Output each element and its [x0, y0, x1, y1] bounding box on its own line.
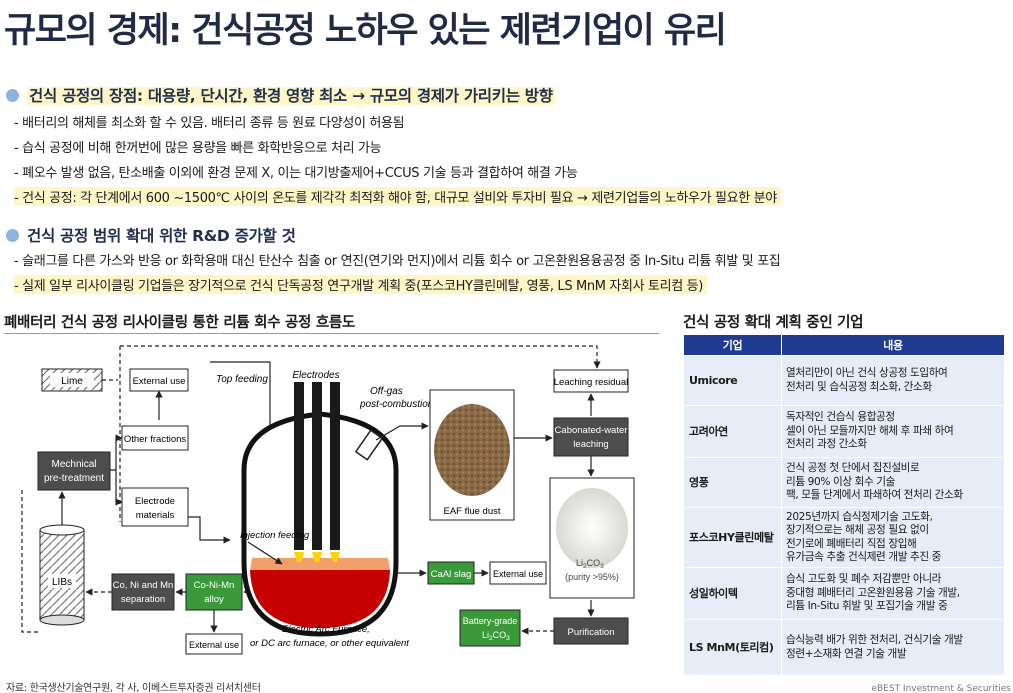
content-cell: 습식 고도화 및 폐수 저감뿐만 아니라 중대형 폐배터리 고온환원용융 기술 …	[781, 567, 1005, 620]
mech-label-2: pre-treatment	[44, 473, 104, 484]
bullet-dot-icon	[6, 229, 19, 242]
page-title: 규모의 경제: 건식공정 노하우 있는 제련기업이 유리	[4, 11, 727, 51]
top-feeding-label: Top feeding	[216, 374, 268, 385]
cani-label-1: Co, Ni and Mn	[113, 580, 174, 591]
company-cell: 포스코HY클린메탈	[683, 507, 782, 568]
table-header-row: 기업 내용	[683, 334, 1005, 356]
external-use-label: External use	[133, 376, 186, 387]
brand-mark: eBEST Investment & Securities	[871, 684, 1011, 693]
libs-label: LIBs	[52, 577, 72, 588]
content-cell: 건식 공정 첫 단에서 집진설비로 리튬 90% 이상 회수 기술 팩, 모듈 …	[781, 457, 1005, 508]
eaf-label-1: Electric Arc Furnace,	[282, 624, 370, 635]
bullet-heading-advantages: 건식 공정의 장점: 대용량, 단시간, 환경 영향 최소 → 규모의 경제가 …	[6, 84, 555, 106]
process-flow-diagram: Lime External use Other fractions Mechni…	[21, 345, 635, 655]
header-content: 내용	[781, 334, 1005, 356]
caal-slag-label: CaAl slag	[431, 569, 472, 580]
leaching-residual-label: Leaching residual	[554, 377, 628, 388]
bullet-item-highlighted: - 실제 일부 리사이클링 기업들은 장기적으로 건식 단독공정 연구개발 계획…	[14, 275, 707, 294]
company-cell: 성일하이텍	[683, 567, 782, 620]
company-cell: LS MnM(토리컴)	[683, 619, 782, 676]
eaf-flue-dust-label: EAF flue dust	[443, 506, 500, 517]
electrodes-label: Electrodes	[292, 370, 339, 381]
table-row: 영풍 건식 공정 첫 단에서 집진설비로 리튬 90% 이상 회수 기술 팩, …	[683, 457, 1005, 508]
electrode-mat-label-1: Electrode	[135, 496, 175, 507]
carbonated-label-1: Cabonated-water	[555, 425, 628, 436]
bullet-item: - 슬래그를 다른 가스와 반응 or 화학용매 대신 탄산수 침출 or 연진…	[14, 254, 781, 269]
company-cell: 영풍	[683, 457, 782, 508]
lime-label: Lime	[61, 376, 83, 387]
content-cell: 독자적인 건습식 융합공정 셀이 아닌 모듈까지만 해체 후 파쇄 하여 전처리…	[781, 405, 1005, 458]
bullet-item-highlighted: - 건식 공정: 각 단계에서 600 ~1500℃ 사이의 온도를 제각각 최…	[14, 187, 781, 206]
battery-grade-label-1: Battery-grade	[463, 616, 518, 626]
content-cell: 습식능력 배가 위한 전처리, 건식기술 개발 정련+소재화 연결 기술 개발	[781, 619, 1005, 676]
table-row: 포스코HY클린메탈 2025년까지 습식정제기술 고도화, 장기적으로는 해체 …	[683, 507, 1005, 568]
conimn-label-1: Co-Ni-Mn	[194, 580, 235, 591]
carbonated-water-leaching-box	[553, 417, 629, 457]
external-use-slag-box	[489, 561, 547, 585]
svg-text:Li2CO3: Li2CO3	[482, 630, 510, 642]
content-cell: 2025년까지 습식정제기술 고도화, 장기적으로는 해체 공정 필요 없이 전…	[781, 507, 1005, 568]
purity-label: (purity >95%)	[565, 572, 619, 582]
svg-text:Li2CO3: Li2CO3	[576, 558, 604, 570]
company-cell: Umicore	[683, 355, 782, 406]
cani-label-2: separation	[121, 594, 165, 605]
table-row: LS MnM(토리컴) 습식능력 배가 위한 전처리, 건식기술 개발 정련+소…	[683, 619, 1005, 676]
co-ni-mn-separation-box	[111, 573, 175, 611]
injection-feeding-label: Injection feeding	[240, 530, 310, 541]
co-ni-mn-alloy-box	[185, 573, 243, 611]
electrode-mat-label-2: materials	[136, 510, 175, 521]
bullet-item: - 폐오수 발생 없음, 탄소배출 이외에 환경 문제 X, 이는 대기방출제어…	[14, 166, 578, 181]
carbonated-label-2: leaching	[573, 439, 608, 450]
bullet-heading-rnd: 건식 공정 범위 확대 위한 R&D 증가할 것	[6, 224, 296, 246]
table-row: 성일하이텍 습식 고도화 및 폐수 저감뿐만 아니라 중대형 폐배터리 고온환원…	[683, 567, 1005, 620]
mech-label-1: Mechnical	[51, 459, 96, 470]
battery-grade-li2co3-box	[459, 609, 521, 647]
bullet-item: - 습식 공정에 비해 한꺼번에 많은 용량을 빠른 화학반응으로 처리 가능	[14, 141, 382, 156]
content-cell: 열처리만이 아닌 건식 상공정 도입하여 전처리 및 습식공정 최소화, 간소화	[781, 355, 1005, 406]
divider	[4, 333, 659, 334]
external-use-bottom-box	[185, 633, 243, 655]
eaf-label-2: or DC arc furnace, or other equivalent	[250, 638, 409, 649]
external-use-bottom-label: External use	[189, 640, 239, 650]
company-plan-table: 기업 내용 Umicore 열처리만이 아닌 건식 상공정 도입하여 전처리 및…	[683, 334, 1005, 676]
header-company: 기업	[683, 334, 782, 356]
table-row: Umicore 열처리만이 아닌 건식 상공정 도입하여 전처리 및 습식공정 …	[683, 355, 1005, 406]
mechanical-pretreatment-box	[37, 451, 111, 491]
leaching-residual-box	[553, 369, 629, 393]
table-title: 건식 공정 확대 계획 중인 기업	[683, 315, 864, 331]
bullet-item: - 배터리의 해체를 최소화 할 수 있음. 배터리 종류 등 원료 다양성이 …	[14, 116, 405, 131]
bullet-dot-icon	[6, 89, 19, 102]
table-row: 고려아연 독자적인 건습식 융합공정 셀이 아닌 모듈까지만 해체 후 파쇄 하…	[683, 405, 1005, 458]
electrode-materials-box	[121, 487, 189, 527]
diagram-title: 폐배터리 건식 공정 리사이클링 통한 리튬 회수 공정 흐름도	[4, 315, 355, 331]
offgas-label: Off-gas	[370, 386, 403, 397]
source-note: 자료: 한국생산기술연구원, 각 사, 이베스트투자증권 리서치센터	[6, 683, 261, 693]
other-fractions-label: Other fractions	[124, 434, 187, 445]
purification-label: Purification	[568, 627, 615, 638]
external-use-slag-label: External use	[493, 569, 543, 579]
conimn-label-2: alloy	[204, 594, 224, 605]
post-combustion-label: post-combustion	[359, 399, 434, 410]
company-cell: 고려아연	[683, 405, 782, 458]
